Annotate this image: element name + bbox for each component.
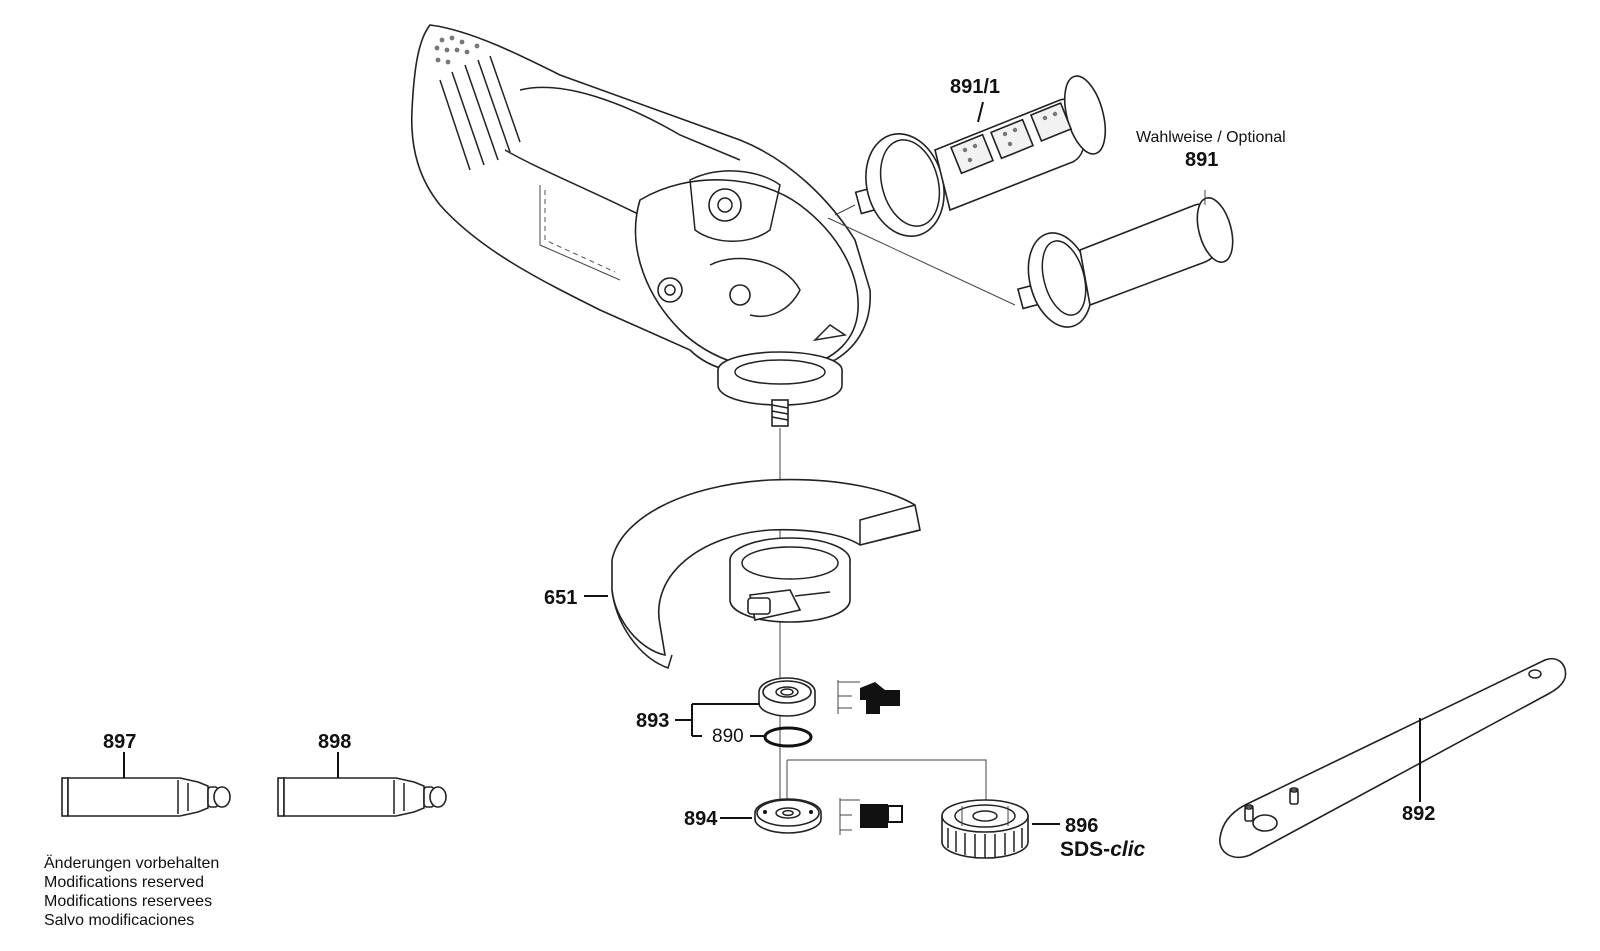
note-line-en: Modifications reserved <box>44 874 204 891</box>
clamping-flange-893 <box>758 677 816 717</box>
label-897: 897 <box>103 731 136 753</box>
label-891-1: 891/1 <box>950 76 1000 98</box>
label-892: 892 <box>1402 803 1435 825</box>
protective-guard-651 <box>611 478 921 669</box>
label-896: 896 <box>1065 815 1098 837</box>
quick-clamping-nut-896 <box>941 799 1029 859</box>
o-ring-890 <box>763 726 813 748</box>
angle-grinder-body <box>410 24 871 427</box>
grip-texture <box>434 35 480 65</box>
two-pin-spanner-892 <box>1219 658 1567 859</box>
label-894: 894 <box>684 808 718 830</box>
note-line-de: Änderungen vorbehalten <box>44 854 219 872</box>
label-891: 891 <box>1185 149 1218 171</box>
grease-tube-897 <box>61 777 231 817</box>
note-line-fr: Modifications reservees <box>44 893 212 910</box>
leader-891-1 <box>977 101 984 123</box>
flange-orientation-pictogram-894 <box>839 798 903 835</box>
leader-893 <box>675 703 760 737</box>
grease-tube-898 <box>277 777 447 817</box>
note-line-es: Salvo modificaciones <box>44 912 194 929</box>
alternative-connector <box>786 759 987 800</box>
label-898: 898 <box>318 731 351 753</box>
optional-note: Wahlweise / Optional <box>1136 129 1286 146</box>
label-651: 651 <box>544 587 577 609</box>
clamping-flange-894 <box>754 798 822 834</box>
sds-prefix: SDS- <box>1060 838 1110 861</box>
auxiliary-handle-891 <box>827 190 1234 328</box>
flange-orientation-pictogram-893 <box>837 680 900 714</box>
handle-grip-pads <box>949 101 1073 175</box>
label-893: 893 <box>636 710 669 732</box>
sds-clic-logo: SDS-clic <box>1060 838 1146 861</box>
sds-clic-suffix: clic <box>1110 838 1145 861</box>
vibration-handle-891-1 <box>834 75 1107 237</box>
label-890: 890 <box>712 726 744 747</box>
